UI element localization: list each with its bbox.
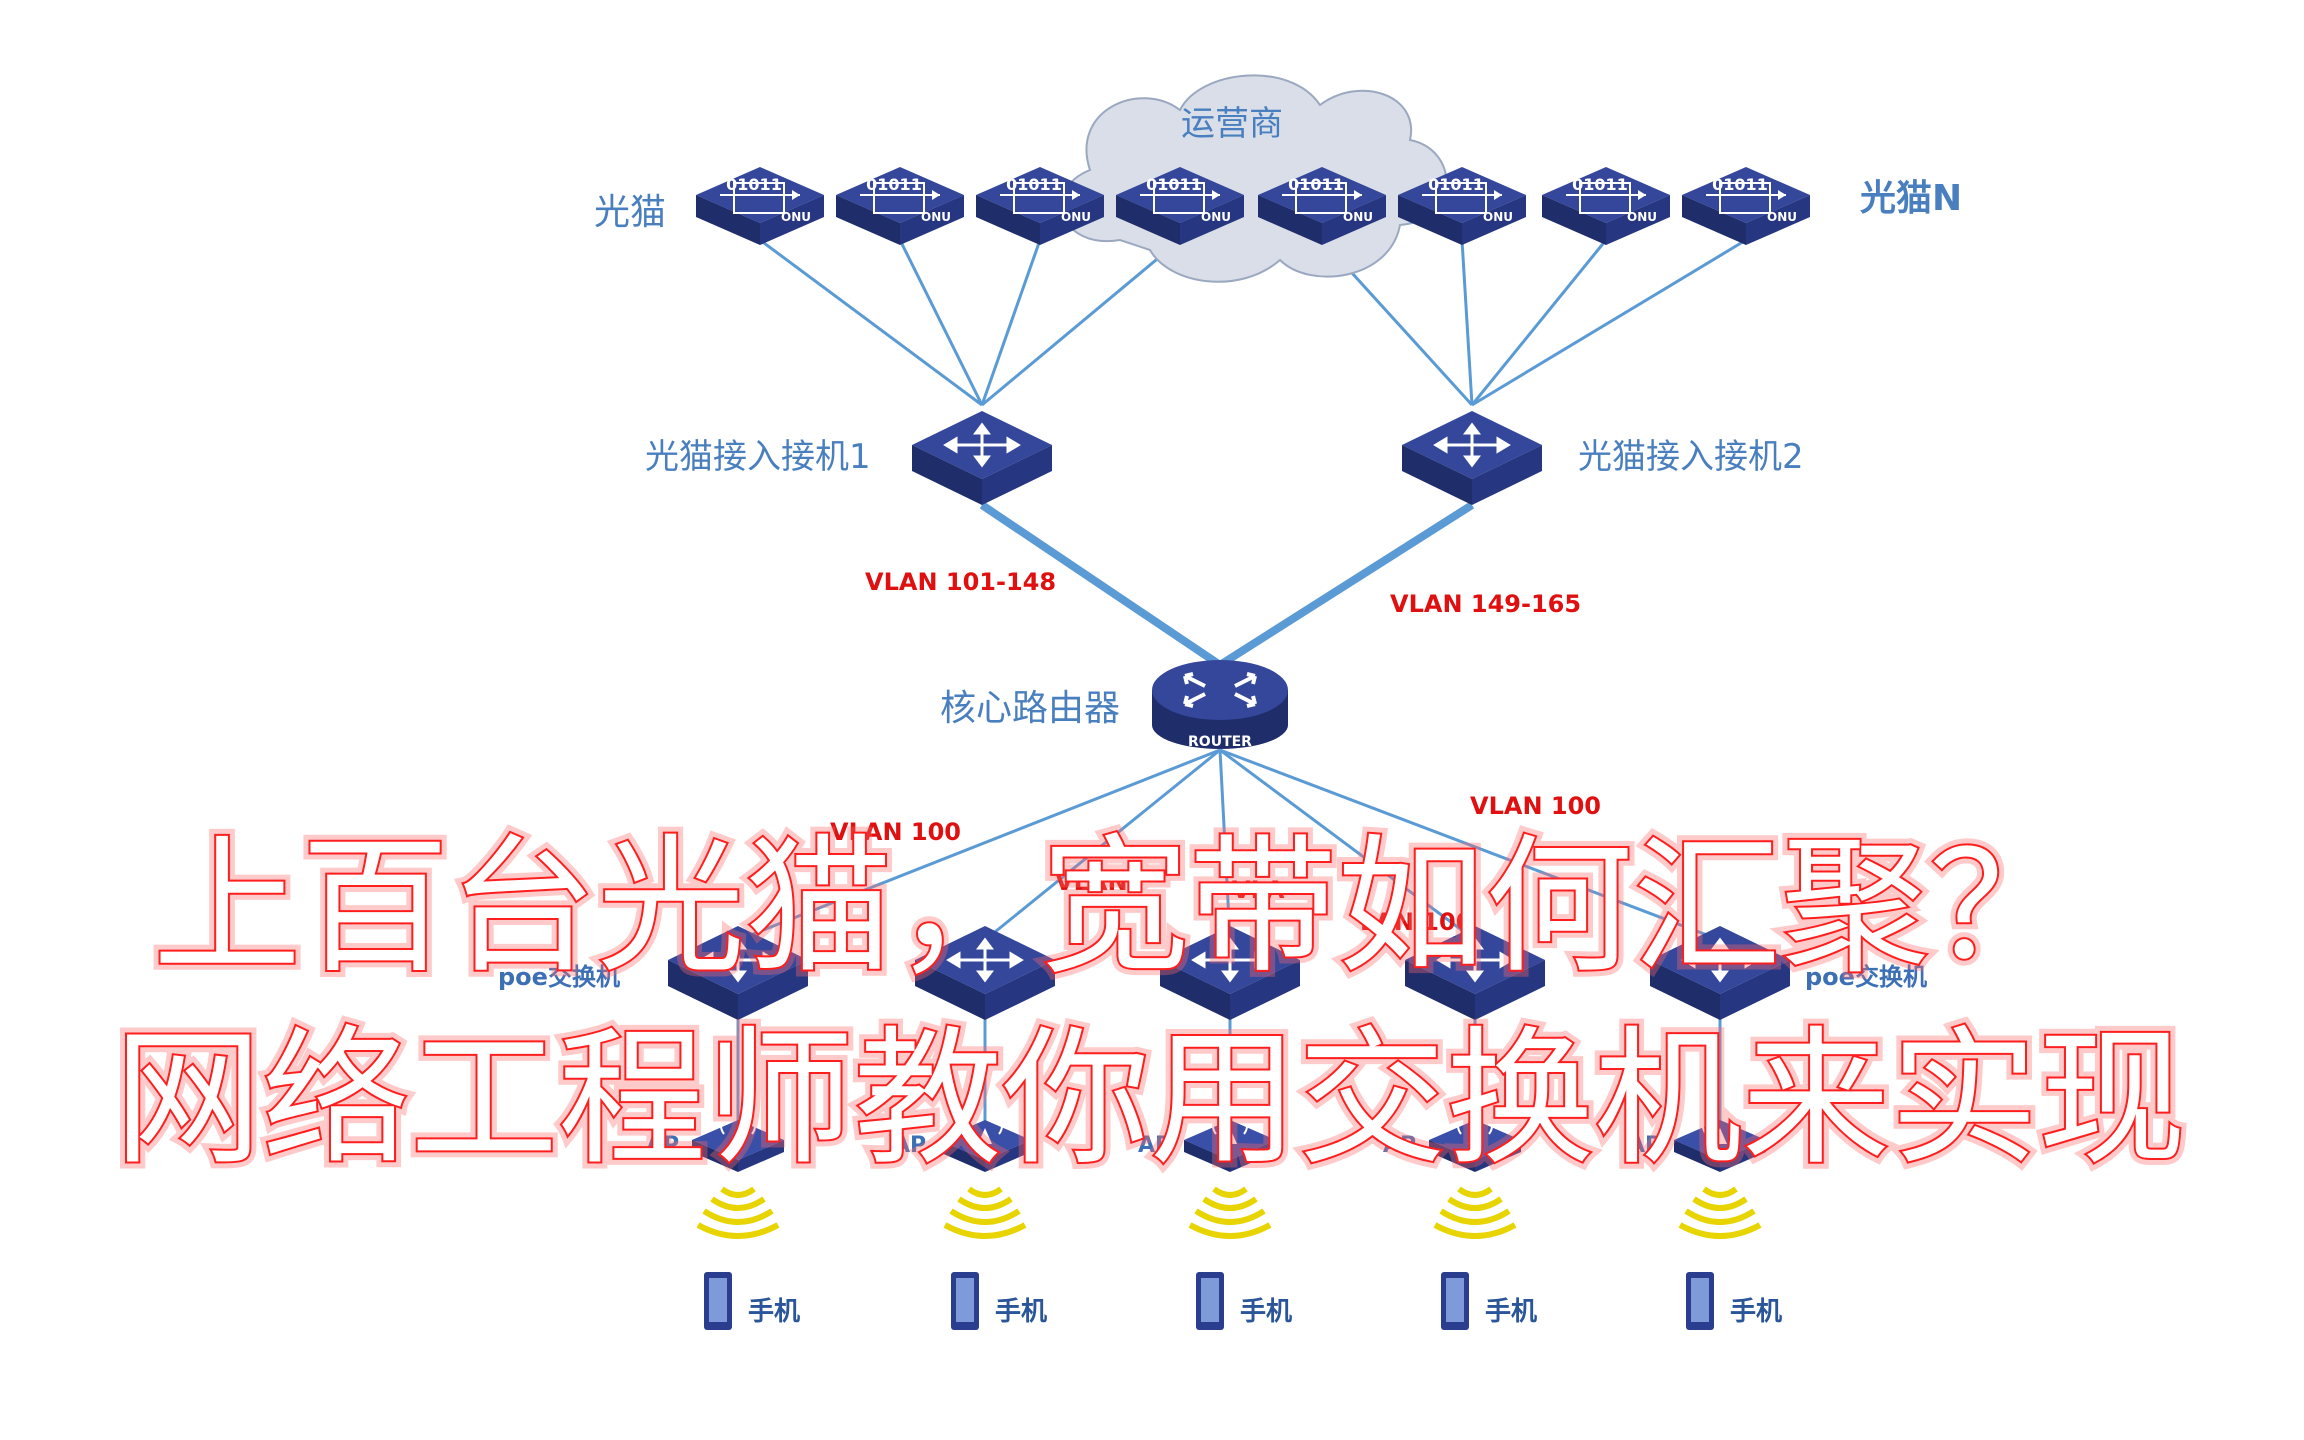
wireless-signal-icon <box>945 1189 1025 1236</box>
edge-branch: AP 手机 <box>1383 924 1547 1330</box>
onu-device-code: 01011 <box>1006 175 1062 194</box>
onu-link <box>980 239 1042 406</box>
onu-device-code: 01011 <box>1428 175 1484 194</box>
uplink-trunk-1 <box>979 501 1223 669</box>
downlink-line <box>1219 748 1721 942</box>
downlink-line <box>1218 749 1232 941</box>
cloud-label: 运营商 <box>1181 104 1283 144</box>
poe-left-label: poe交换机 <box>498 963 620 991</box>
poe-right-label: poe交换机 <box>1805 963 1927 991</box>
core-router: ROUTER <box>1152 660 1288 750</box>
uplink-vlan-1: VLAN 101-148 <box>865 568 1056 596</box>
headline-line2-glow: 网络工程师教你用交换机来实现 <box>114 1013 2186 1185</box>
access-switch-2 <box>1400 409 1544 507</box>
onu-device-code: 01011 <box>726 175 782 194</box>
phone-icon <box>1686 1272 1714 1330</box>
onu-link <box>1460 239 1474 406</box>
onu-device-tag: ONU <box>1627 210 1657 224</box>
phone-label: 手机 <box>748 1297 800 1327</box>
ap-label: AP <box>1628 1133 1661 1158</box>
router-label: 核心路由器 <box>940 688 1120 729</box>
onu-row: 01011ONU01011ONU01011ONU01011ONU01011ONU… <box>695 166 1811 246</box>
ap-label: AP <box>1138 1133 1171 1158</box>
isp-cloud: 运营商 <box>1060 74 1448 283</box>
phone-icon <box>1441 1272 1469 1330</box>
onu-device-tag: ONU <box>1483 210 1513 224</box>
headline-line2: 网络工程师教你用交换机来实现 <box>114 1013 2186 1185</box>
onu-right-label: 光猫N <box>1860 178 1962 219</box>
phone-label: 手机 <box>995 1297 1047 1327</box>
downlink-vlan-3: VLA <box>1232 876 1285 904</box>
onu-device-tag: ONU <box>1201 210 1231 224</box>
wireless-signal-icon <box>1190 1189 1270 1236</box>
router-tag: ROUTER <box>1188 734 1252 750</box>
phone-icon <box>1196 1272 1224 1330</box>
downlink-vlan-1: VLAN 100 <box>830 818 961 846</box>
onu-device-tag: ONU <box>1343 210 1373 224</box>
ap-label: AP <box>646 1133 679 1158</box>
uplink-trunk-2 <box>1217 501 1475 669</box>
onu-device-code: 01011 <box>1572 175 1628 194</box>
onu-device-code: 01011 <box>1712 175 1768 194</box>
wireless-signal-icon <box>698 1189 778 1236</box>
onu-device-tag: ONU <box>1767 210 1797 224</box>
edge-branch: AP 手机 <box>1628 924 1792 1330</box>
downlink-vlan-4: LAN 100 <box>1360 908 1472 936</box>
access-switch-1 <box>910 409 1054 507</box>
wireless-signal-icon <box>1435 1189 1515 1236</box>
onu-link <box>898 239 984 406</box>
edge-branch: AP 手机 <box>893 924 1057 1330</box>
headline-line1-glow: 上百台光猫，宽带如何汇聚？ <box>153 821 2077 993</box>
access-switch-2-label: 光猫接入接机2 <box>1578 437 1804 477</box>
ap-label: AP <box>893 1133 926 1158</box>
downlink-vlan-5: VLAN 100 <box>1470 792 1601 820</box>
phone-label: 手机 <box>1485 1297 1537 1327</box>
onu-left-label: 光猫 <box>594 192 666 233</box>
edge-branch: AP 手机 <box>1138 924 1302 1330</box>
access-switch-1-label: 光猫接入接机1 <box>645 437 871 477</box>
onu-link <box>759 238 983 407</box>
downlink-line <box>984 748 1221 942</box>
onu-device-code: 01011 <box>1288 175 1344 194</box>
onu-device-code: 01011 <box>1146 175 1202 194</box>
link-lines <box>736 238 1747 1130</box>
phone-icon <box>704 1272 732 1330</box>
onu-device-tag: ONU <box>921 210 951 224</box>
downlink-line <box>737 748 1221 942</box>
headline-line1: 上百台光猫，宽带如何汇聚？ <box>153 821 2077 993</box>
phone-label: 手机 <box>1730 1297 1782 1327</box>
onu-device-tag: ONU <box>781 210 811 224</box>
onu-link <box>1470 239 1608 406</box>
onu-link <box>981 238 1181 407</box>
onu-link <box>1471 238 1747 407</box>
downlink-line <box>1219 748 1476 942</box>
wireless-signal-icon <box>1680 1189 1760 1236</box>
onu-device-code: 01011 <box>866 175 922 194</box>
onu-device-tag: ONU <box>1061 210 1091 224</box>
uplink-vlan-2: VLAN 149-165 <box>1390 590 1581 618</box>
headline: 上百台光猫，宽带如何汇聚？ 上百台光猫，宽带如何汇聚？ 网络工程师教你用交换机来… <box>107 814 2193 1192</box>
phone-icon <box>951 1272 979 1330</box>
edge-row: AP 手机 AP 手机 AP 手机 AP 手机 AP 手机 <box>646 924 1792 1330</box>
ap-label: AP <box>1383 1133 1416 1158</box>
downlink-vlan-2: VLAN <box>1055 868 1128 896</box>
edge-branch: AP 手机 <box>646 924 810 1330</box>
phone-label: 手机 <box>1240 1297 1292 1327</box>
